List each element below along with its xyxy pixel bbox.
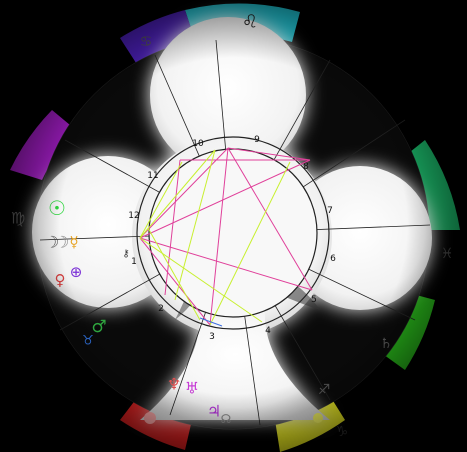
vignette-overlay <box>0 0 467 452</box>
astro-wheel: 1 2 3 4 5 6 7 8 9 10 11 12 <box>0 0 467 452</box>
astrology-chart-stage: 1 2 3 4 5 6 7 8 9 10 11 12 <box>0 0 467 452</box>
